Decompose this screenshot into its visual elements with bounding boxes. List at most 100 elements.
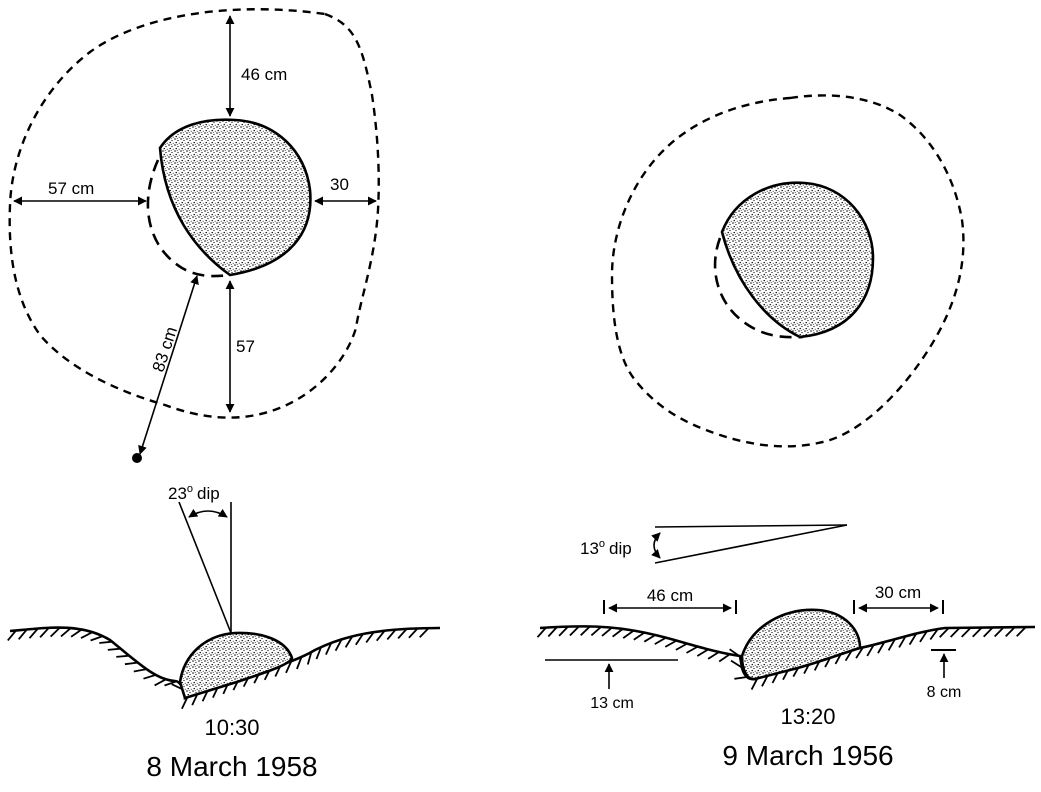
right-time-label: 13:20: [780, 704, 835, 729]
left-date-label: 8 March 1958: [146, 751, 317, 782]
ground-hatch-tick: [344, 635, 354, 648]
reference-point-marker: [132, 453, 142, 463]
ground-hatch-tick: [601, 627, 613, 637]
ground-hatch-tick: [99, 640, 113, 644]
right-dip-line-bottom: [654, 524, 848, 564]
ground-hatch-tick: [855, 646, 864, 659]
ground-hatch-tick: [80, 631, 93, 639]
right-stone-body: [720, 181, 875, 339]
ground-hatch-tick: [929, 628, 939, 641]
ground-hatch-tick: [28, 627, 39, 639]
ground-hatch-tick: [7, 629, 17, 641]
ground-hatch-tick: [419, 627, 430, 638]
ground-hatch-tick: [547, 626, 558, 638]
ground-hatch-tick: [18, 628, 28, 640]
ground-hatch-tick: [386, 629, 397, 640]
left-section-stone: [178, 631, 294, 700]
ground-hatch-tick: [143, 674, 157, 680]
ground-hatch-tick: [60, 627, 72, 638]
left-plan-view: 46 cm 57 cm 30 57 83 cm: [8, 8, 380, 463]
ground-hatch-tick: [961, 627, 972, 638]
ground-hatch-tick: [1016, 626, 1027, 637]
ground-hatch-tick: [296, 656, 303, 670]
ground-hatch-tick: [90, 635, 104, 642]
right-width-left-label: 46 cm: [647, 586, 693, 605]
ground-hatch-tick: [397, 628, 408, 640]
ground-hatch-tick: [696, 648, 709, 657]
ground-hatch-tick: [133, 668, 147, 673]
ground-hatch-tick: [633, 631, 645, 641]
ground-hatch-tick: [569, 625, 580, 637]
ground-hatch-tick: [622, 629, 635, 639]
left-stone-body: [158, 118, 312, 277]
right-width-right-label: 30 cm: [875, 583, 921, 602]
ground-hatch-tick: [334, 638, 343, 652]
ground-hatch-tick: [558, 625, 569, 637]
ground-hatch-tick: [315, 646, 322, 660]
ground-hatch-tick: [718, 653, 731, 663]
ground-hatch-tick: [124, 661, 138, 666]
ground-hatch-tick: [730, 659, 743, 669]
left-time-label: 10:30: [204, 715, 259, 740]
ground-hatch-tick: [664, 639, 677, 648]
ground-hatch-tick: [887, 638, 896, 651]
ground-hatch-tick: [994, 626, 1005, 638]
ground-hatch-tick: [919, 630, 928, 643]
ground-hatch-tick: [707, 651, 720, 660]
ground-hatch-tick: [306, 651, 313, 665]
ground-hatch-tick: [536, 627, 547, 638]
ground-hatch-tick: [939, 627, 950, 638]
ground-hatch-tick: [181, 696, 189, 710]
right-depth-right-label: 8 cm: [927, 684, 962, 701]
ground-hatch-tick: [643, 634, 656, 643]
ground-hatch-tick: [877, 641, 886, 654]
ground-hatch-tick: [612, 628, 624, 638]
ground-hatch-tick: [734, 676, 748, 680]
ground-hatch-tick: [375, 630, 386, 642]
right-date-label: 9 March 1956: [722, 740, 893, 771]
ground-hatch-tick: [116, 654, 130, 658]
ground-hatch-tick: [686, 645, 699, 654]
right-dip-angle-arc: [651, 532, 661, 559]
ground-hatch-tick: [675, 642, 688, 651]
ground-hatch-tick: [1005, 626, 1016, 638]
right-stone-dashed-rim: [713, 237, 804, 339]
left-label-top: 46 cm: [241, 65, 287, 84]
ground-hatch-tick: [950, 627, 961, 638]
left-dip-inclined-line: [178, 501, 232, 634]
ground-hatch-tick: [70, 628, 83, 638]
ground-hatch-tick: [590, 626, 602, 637]
ground-hatch-tick: [654, 636, 667, 645]
ground-hatch-tick: [365, 631, 375, 644]
ground-hatch-tick: [729, 648, 741, 658]
right-depth-left-label: 13 cm: [590, 695, 634, 712]
left-label-diagonal: 83 cm: [149, 324, 181, 374]
ground-hatch-tick: [972, 626, 983, 638]
left-label-left: 57 cm: [48, 179, 94, 198]
ground-hatch-tick: [164, 680, 177, 687]
left-label-bottom: 57: [236, 337, 255, 356]
ground-hatch-tick: [908, 633, 918, 646]
ground-hatch-tick: [750, 677, 759, 691]
left-dip-angle-arc: [188, 508, 228, 518]
ground-hatch-tick: [107, 647, 121, 651]
right-section-stone: [740, 608, 862, 681]
left-arrow-diagonal: [138, 275, 199, 455]
ground-hatch-tick: [39, 627, 50, 638]
ground-hatch-tick: [866, 644, 875, 657]
right-plan-view: [610, 94, 965, 448]
left-label-right: 30: [330, 175, 349, 194]
ground-hatch-tick: [580, 625, 591, 636]
ground-hatch-tick: [983, 626, 994, 638]
ground-hatch-tick: [285, 660, 293, 674]
ground-hatch-tick: [49, 626, 61, 638]
ground-hatch-tick: [154, 678, 167, 687]
ground-hatch-tick: [355, 633, 364, 646]
right-outer-dashed-boundary: [610, 94, 965, 448]
ground-hatch-tick: [408, 627, 419, 639]
